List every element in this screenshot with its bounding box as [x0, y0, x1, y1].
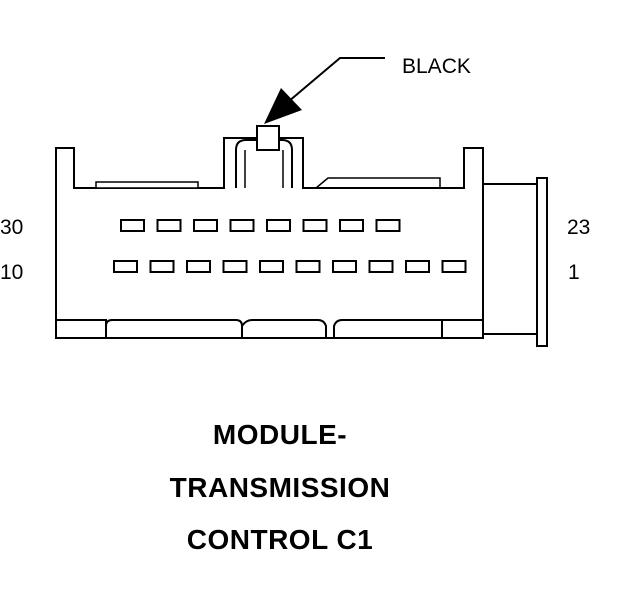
pin-cavity	[120, 219, 145, 232]
pin-cavity	[259, 260, 284, 273]
title-line-2: TRANSMISSION	[169, 472, 391, 503]
latch-tab	[256, 125, 280, 151]
pin-label-23: 23	[567, 216, 590, 239]
pin-cavity	[405, 260, 430, 273]
bottom-foot-center	[105, 319, 243, 338]
connector-housing	[55, 137, 484, 339]
side-flange	[482, 183, 538, 335]
pin-cavity	[339, 219, 364, 232]
bottom-pin-row	[113, 260, 467, 273]
pin-cavity	[441, 260, 467, 273]
bottom-foot-mid	[241, 319, 327, 338]
pin-cavity	[266, 219, 291, 232]
pin-label-1: 1	[568, 261, 580, 284]
pin-cavity	[332, 260, 357, 273]
pin-cavity	[193, 219, 218, 232]
bottom-foot-left	[56, 319, 107, 338]
title-line-1: MODULE-	[212, 419, 348, 450]
pin-cavity	[186, 260, 211, 273]
pin-cavity	[156, 219, 182, 232]
top-pin-row	[120, 219, 401, 232]
pin-cavity	[229, 219, 255, 232]
pin-cavity	[295, 260, 321, 273]
leader-arrowhead	[264, 88, 302, 124]
pin-cavity	[222, 260, 248, 273]
top-rail-right	[315, 177, 441, 189]
pin-cavity	[375, 219, 401, 232]
pin-label-10: 10	[0, 261, 23, 284]
pin-label-30: 30	[0, 216, 23, 239]
bottom-foot-right	[333, 319, 443, 338]
pin-cavity	[302, 219, 328, 232]
side-flange-edge	[536, 177, 548, 347]
title-line-3: CONTROL C1	[186, 524, 374, 555]
top-rail-left	[95, 181, 199, 189]
pin-cavity	[368, 260, 394, 273]
pin-cavity	[149, 260, 175, 273]
pin-cavity	[113, 260, 138, 273]
color-label: BLACK	[402, 55, 471, 78]
leader-line	[281, 57, 385, 108]
